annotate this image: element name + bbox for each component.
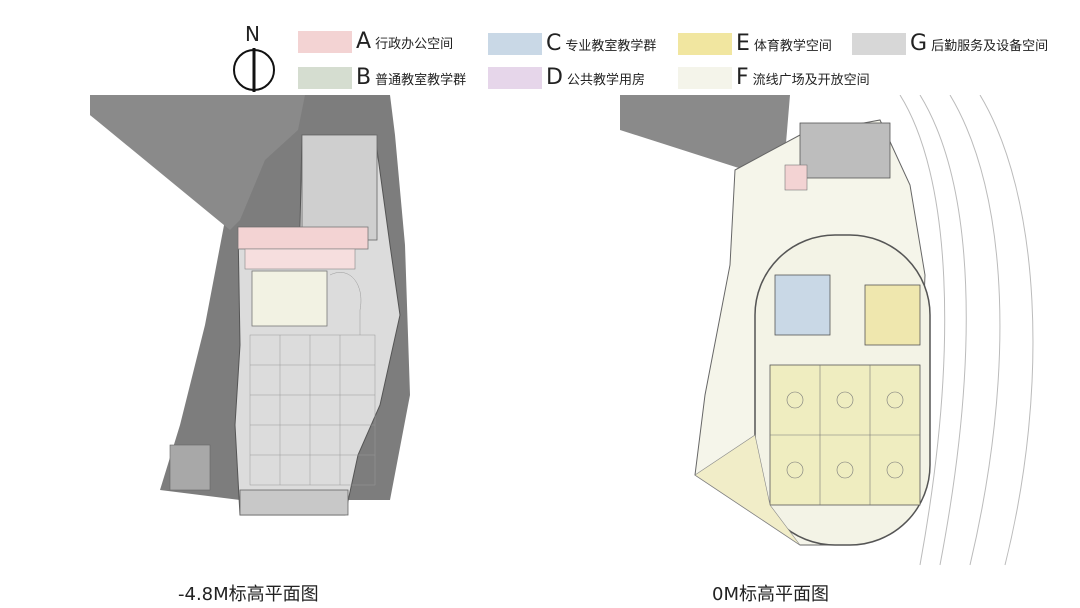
legend-swatch-g bbox=[852, 33, 906, 55]
legend-item-c: C 专业教室教学群 bbox=[488, 32, 656, 56]
ground-floor-plan bbox=[620, 95, 1034, 566]
legend-swatch-a bbox=[298, 31, 352, 53]
legend-label-e: 体育教学空间 bbox=[753, 38, 832, 54]
legend-label-f: 流线广场及开放空间 bbox=[752, 72, 870, 88]
legend-letter-d: D bbox=[546, 65, 563, 90]
north-label: N bbox=[245, 22, 260, 46]
logistics-block bbox=[799, 122, 891, 179]
plan-caption-ground: 0M标高平面图 bbox=[712, 584, 829, 605]
legend-swatch-e bbox=[678, 33, 732, 55]
legend-item-d: D 公共教学用房 bbox=[488, 66, 645, 90]
legend-label-d: 公共教学用房 bbox=[566, 72, 645, 88]
legend-letter-b: B bbox=[356, 65, 372, 90]
terrain-mass bbox=[620, 95, 790, 175]
plan-caption-basement: -4.8M标高平面图 bbox=[178, 584, 319, 605]
legend-swatch-b bbox=[298, 67, 352, 89]
legend-swatch-c bbox=[488, 33, 542, 55]
legend-letter-g: G bbox=[910, 31, 928, 56]
legend-label-c: 专业教室教学群 bbox=[565, 38, 657, 54]
legend-label-b: 普通教室教学群 bbox=[375, 72, 467, 88]
logistics-block bbox=[301, 134, 378, 241]
road-lines bbox=[899, 95, 1034, 566]
legend-item-e: E 体育教学空间 bbox=[678, 32, 832, 56]
legend-letter-f: F bbox=[736, 65, 749, 90]
legend-letter-a: A bbox=[356, 29, 372, 54]
legend-label-g: 后勤服务及设备空间 bbox=[931, 38, 1049, 54]
legend-item-b: B 普通教室教学群 bbox=[298, 66, 466, 90]
swimming-pool bbox=[864, 284, 921, 346]
legend-item-a: A 行政办公空间 bbox=[298, 30, 453, 54]
legend-swatch-f bbox=[678, 67, 732, 89]
parking-grid bbox=[249, 272, 376, 486]
legend-letter-e: E bbox=[736, 31, 750, 56]
legend-item-g: G 后勤服务及设备空间 bbox=[852, 32, 1048, 56]
admin-strip bbox=[237, 226, 369, 250]
legend-item-f: F 流线广场及开放空间 bbox=[678, 66, 870, 90]
compass-icon bbox=[233, 48, 275, 92]
sunken-plaza bbox=[251, 270, 328, 327]
legend-swatch-d bbox=[488, 67, 542, 89]
north-arrow: N bbox=[230, 22, 278, 94]
professional-hall bbox=[774, 274, 831, 336]
basement-floor-plan bbox=[90, 95, 410, 516]
legend-letter-c: C bbox=[546, 31, 562, 56]
legend-label-a: 行政办公空间 bbox=[375, 36, 454, 52]
